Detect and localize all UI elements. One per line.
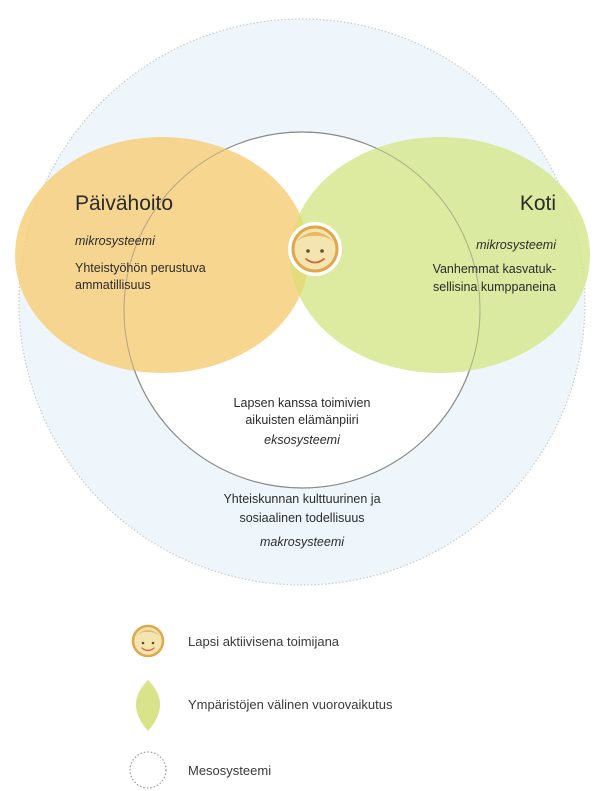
legend-label: Lapsi aktiivisena toimijana bbox=[188, 634, 340, 649]
microsystem-left-line1: Yhteistyöhön perustuva bbox=[75, 261, 206, 275]
microsystem-right-level: mikrosysteemi bbox=[476, 238, 557, 252]
legend-label: Mesosysteemi bbox=[188, 763, 271, 778]
macrosystem-line2: sosiaalinen todellisuus bbox=[239, 511, 364, 525]
microsystem-left-level: mikrosysteemi bbox=[75, 234, 156, 248]
microsystem-right-line1: Vanhemmat kasvatuk- bbox=[433, 262, 556, 276]
exosystem-level: eksosysteemi bbox=[264, 433, 341, 447]
legend-item-child: Lapsi aktiivisena toimijana bbox=[131, 624, 340, 658]
microsystem-right-line2: sellisina kumppaneina bbox=[433, 280, 556, 294]
microsystem-right-title: Koti bbox=[520, 192, 556, 215]
child-face-icon bbox=[288, 222, 342, 276]
child-face-icon bbox=[131, 624, 165, 658]
microsystem-left-ellipse bbox=[15, 137, 309, 373]
legend-item-meso: Mesosysteemi bbox=[129, 751, 271, 789]
legend-item-interaction: Ympäristöjen välinen vuorovaikutus bbox=[136, 680, 393, 731]
microsystem-right-ellipse bbox=[290, 137, 590, 373]
exosystem-line2: aikuisten elämänpiiri bbox=[245, 413, 358, 427]
legend-label: Ympäristöjen välinen vuorovaikutus bbox=[188, 697, 393, 712]
dotted-circle-icon bbox=[129, 751, 167, 789]
macrosystem-level: makrosysteemi bbox=[260, 535, 345, 549]
microsystem-left-title: Päivähoito bbox=[75, 192, 173, 215]
macrosystem-line1: Yhteiskunnan kulttuurinen ja bbox=[223, 492, 380, 506]
microsystem-left-line2: ammatillisuus bbox=[75, 278, 151, 292]
leaf-shape-icon bbox=[136, 680, 160, 731]
exosystem-line1: Lapsen kanssa toimivien bbox=[234, 396, 371, 410]
legend: Lapsi aktiivisena toimijana Ympäristöjen… bbox=[129, 624, 393, 789]
